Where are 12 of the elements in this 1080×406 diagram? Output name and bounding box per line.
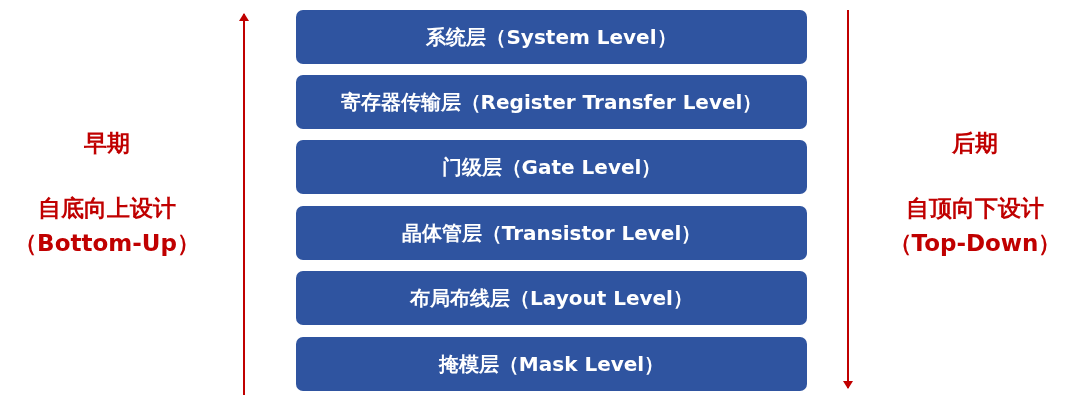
level-box: 系统层（System Level）: [296, 10, 807, 64]
side-label: 后期: [952, 129, 998, 158]
level-box: 晶体管层（Transistor Level）: [296, 206, 807, 260]
level-box: 门级层（Gate Level）: [296, 140, 807, 194]
level-box: 布局布线层（Layout Level）: [296, 271, 807, 325]
level-box: 掩模层（Mask Level）: [296, 337, 807, 391]
level-box: 寄存器传输层（Register Transfer Level）: [296, 75, 807, 129]
side-label: 自底向上设计: [38, 194, 176, 223]
side-label: （Bottom-Up）: [14, 229, 200, 258]
side-label: 自顶向下设计: [906, 194, 1044, 223]
side-label: 早期: [84, 129, 130, 158]
side-label: （Top-Down）: [888, 229, 1062, 258]
